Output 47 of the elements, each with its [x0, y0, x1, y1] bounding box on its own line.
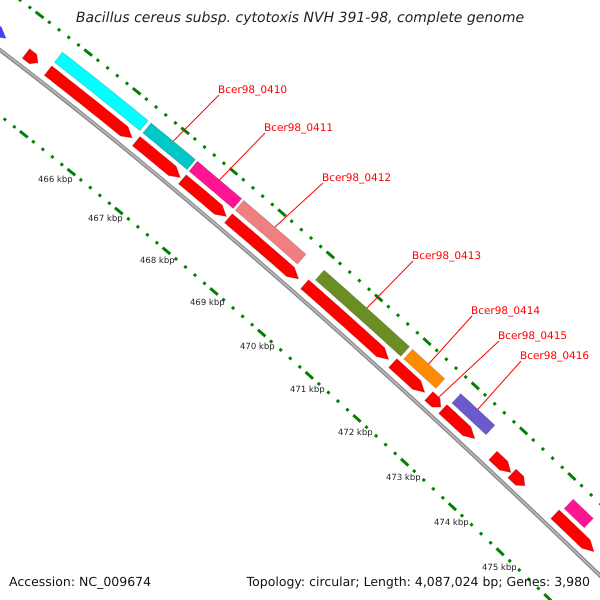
accession-text: Accession: NC_009674 [9, 574, 152, 589]
scale-label: 471 kbp [290, 385, 325, 395]
leader-line [477, 360, 522, 410]
gene-bar [54, 51, 149, 132]
leader-line [219, 132, 266, 180]
gene-bar [564, 498, 594, 528]
gene-feature [550, 509, 595, 552]
gene-label: Bcer98_0414 [471, 305, 540, 317]
scale-label: 466 kbp [38, 175, 73, 185]
gene-feature [438, 404, 476, 440]
scale-label: 467 kbp [88, 214, 123, 224]
map-title: Bacillus cereus subsp. cytotoxis NVH 391-98, complete genome [74, 10, 526, 26]
gene-bar [188, 160, 242, 209]
gene-bar [234, 200, 306, 264]
gene-feature [488, 450, 512, 474]
gene-bar [403, 348, 446, 389]
gene-feature [132, 136, 182, 178]
gene-feature [224, 213, 300, 280]
gene-label: Bcer98_0412 [322, 172, 392, 184]
gene-label: Bcer98_0415 [498, 330, 568, 342]
gene-feature [178, 174, 228, 218]
scale-label: 470 kbp [240, 342, 275, 352]
gene-feature [300, 279, 390, 360]
gene-feature [22, 48, 39, 64]
gene-feature [507, 468, 526, 486]
leader-line [366, 260, 414, 309]
scale-label: 473 kbp [386, 473, 421, 483]
gene-label: Bcer98_0413 [412, 250, 482, 262]
gene-label: Bcer98_0410 [218, 84, 288, 96]
leader-line [428, 316, 472, 365]
gene-feature [424, 390, 442, 408]
gene-label: Bcer98_0416 [520, 350, 590, 362]
leader-line [274, 182, 324, 228]
gene-feature [44, 65, 133, 139]
scale-label: 474 kbp [434, 518, 469, 528]
scale-label: 472 kbp [338, 428, 373, 438]
scale-label: 475 kbp [482, 563, 517, 573]
gene-bar [451, 392, 496, 436]
leader-line [438, 340, 500, 398]
scale-label: 469 kbp [190, 298, 225, 308]
genome-stats-text: Topology: circular; Length: 4,087,024 bp; Genes: 3,980 [246, 574, 590, 589]
leader-line [172, 94, 220, 142]
gene-bar [142, 122, 196, 170]
gene-label: Bcer98_0411 [264, 122, 334, 134]
scale-label: 468 kbp [140, 256, 175, 266]
gene-bar [314, 270, 410, 357]
gene-feature [388, 358, 426, 394]
